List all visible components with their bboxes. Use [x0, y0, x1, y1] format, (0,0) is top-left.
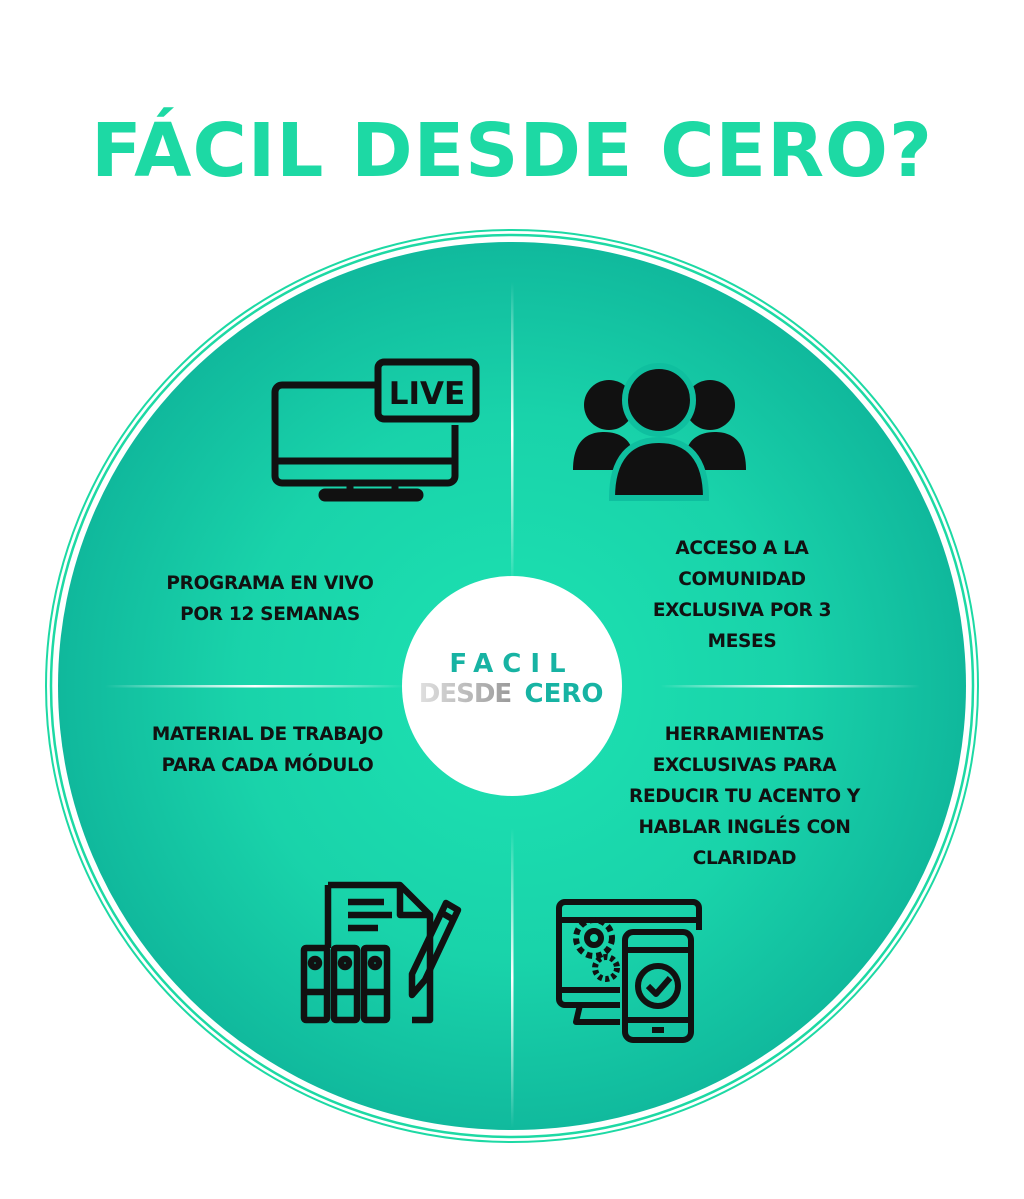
- label-work-material: MATERIAL DE TRABAJO PARA CADA MÓDULO: [151, 724, 384, 776]
- label-community: ACCESO A LA COMUNIDAD EXCLUSIVA POR 3 ME…: [652, 538, 832, 652]
- logo-cero: CERO: [525, 679, 604, 709]
- documents-binders-icon: [300, 881, 462, 1024]
- outer-ring-2: [49, 233, 975, 1139]
- label-tools: HERRAMIENTAS EXCLUSIVAS PARA REDUCIR TU …: [629, 724, 860, 869]
- page-title: FÁCIL DESDE CERO?: [91, 108, 933, 194]
- live-monitor-icon: LIVE: [271, 358, 480, 502]
- logo-facil: FACIL: [449, 649, 574, 679]
- app-tools-icon: [556, 899, 702, 1043]
- live-text: LIVE: [389, 376, 465, 412]
- divider-left: [105, 685, 405, 688]
- label-live-program: PROGRAMA EN VIVO POR 12 SEMANAS: [166, 573, 374, 625]
- divider-bottom: [511, 828, 514, 1128]
- center-logo-disc: [402, 576, 622, 796]
- outer-ring: [45, 229, 979, 1143]
- community-icon: [573, 363, 746, 501]
- divider-top: [511, 282, 514, 587]
- divider-right: [660, 685, 920, 688]
- logo-desde: DESDE: [419, 679, 511, 709]
